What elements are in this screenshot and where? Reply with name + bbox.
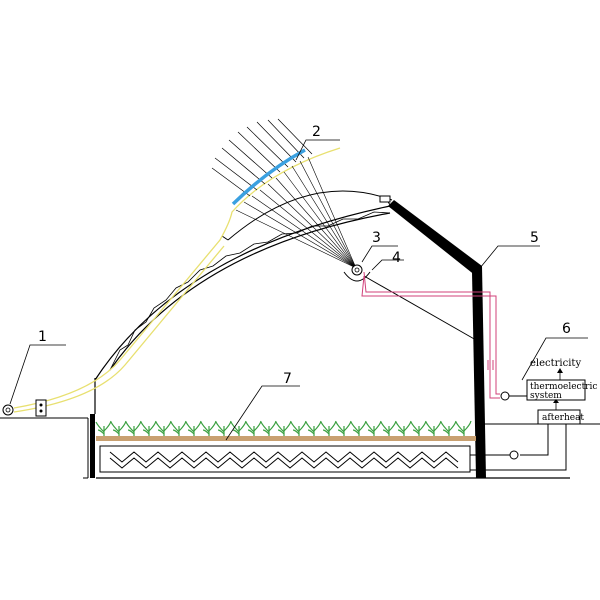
plant-sprout xyxy=(335,420,352,436)
receiver xyxy=(343,264,371,282)
left-wall xyxy=(90,414,95,478)
pump-top xyxy=(500,391,528,401)
winch-motor xyxy=(2,399,47,417)
electricity-label: electricity xyxy=(530,358,581,369)
soil-surface xyxy=(96,436,476,441)
label-3: 3 xyxy=(372,230,381,246)
plant-sprout xyxy=(95,420,112,436)
plant-sprout xyxy=(185,420,202,436)
label-7: 7 xyxy=(283,371,292,387)
leader-lines xyxy=(9,139,588,441)
plant-sprout xyxy=(200,420,217,436)
inner-support xyxy=(363,275,477,341)
sun-rays xyxy=(211,118,313,197)
label-4: 4 xyxy=(392,250,401,266)
roof-truss xyxy=(94,205,391,381)
plant-sprout xyxy=(410,420,427,436)
plant-sprout xyxy=(440,420,457,436)
plant-sprout xyxy=(170,420,187,436)
fresnel-mirror xyxy=(231,148,306,206)
afterheat-label: afterheat xyxy=(542,413,584,423)
electricity-output: electricity xyxy=(530,358,581,380)
label-1: 1 xyxy=(38,329,47,345)
plant-sprout xyxy=(140,420,157,436)
plant-sprout xyxy=(125,420,142,436)
thermoelectric-label-1: thermoelectric xyxy=(530,382,597,392)
thermoelectric-box: thermoelectric system xyxy=(526,379,597,401)
thermoelectric-label-2: system xyxy=(530,391,562,401)
afterheat-box: afterheat xyxy=(537,399,584,425)
label-6: 6 xyxy=(562,321,571,337)
ground-left xyxy=(0,417,89,479)
plant-sprout xyxy=(230,420,247,436)
plant-sprout xyxy=(320,420,337,436)
label-2: 2 xyxy=(312,124,321,140)
plant-sprout xyxy=(110,420,127,436)
crops xyxy=(95,420,472,436)
north-wall xyxy=(472,266,486,478)
plant-sprout xyxy=(290,420,307,436)
plant-sprout xyxy=(365,420,382,436)
plant-sprout xyxy=(155,420,172,436)
label-5: 5 xyxy=(530,230,539,246)
heat-pipe xyxy=(361,271,500,399)
reflected-rays xyxy=(235,156,357,269)
plant-sprout xyxy=(245,420,262,436)
plant-sprout xyxy=(395,420,412,436)
plant-sprout xyxy=(350,420,367,436)
plant-sprout xyxy=(305,420,322,436)
plant-sprout xyxy=(260,420,277,436)
back-roof xyxy=(388,200,482,276)
tracking-cable xyxy=(13,147,341,413)
plant-sprout xyxy=(380,420,397,436)
plant-sprout xyxy=(215,420,232,436)
soil-heating-coil xyxy=(99,445,471,473)
afterheat-pipe xyxy=(469,424,567,471)
plant-sprout xyxy=(425,420,442,436)
plant-sprout xyxy=(275,420,292,436)
plant-sprout xyxy=(455,420,472,436)
